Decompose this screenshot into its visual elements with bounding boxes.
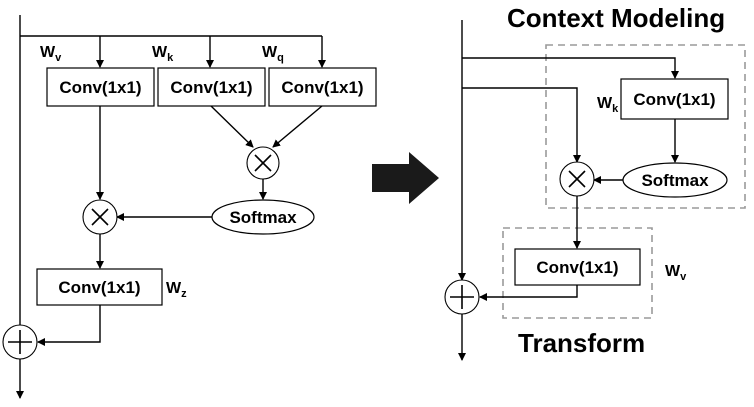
plus-icon: [444, 279, 480, 315]
left-arrow-k-to-mult: [210, 105, 254, 148]
left-arrow-wz-to-add: [37, 305, 101, 346]
right-diagram: Context Modeling Wk Conv(1x1) Softmax Co…: [444, 3, 746, 361]
left-wq-label: Wq: [262, 44, 284, 64]
right-conv-wv-text: Conv(1x1): [536, 258, 618, 277]
right-arrow-icon: [372, 152, 439, 204]
left-conv-wz-text: Conv(1x1): [58, 278, 140, 297]
plus-icon: [2, 324, 38, 360]
left-conv-wk-box: [157, 67, 266, 107]
right-arrow-wv-to-add: [479, 285, 578, 301]
context-modeling-group: [545, 44, 746, 209]
left-softmax-text: Softmax: [229, 208, 297, 227]
multiply-icon: [246, 146, 280, 180]
left-conv-wv-text: Conv(1x1): [59, 78, 141, 97]
right-wk-label: Wk: [597, 95, 619, 115]
left-conv-wz-box: [36, 268, 163, 306]
right-arrow-to-wk: [462, 57, 679, 79]
left-wz-label: Wz: [166, 280, 187, 300]
left-arrow-q-to-mult: [272, 105, 323, 148]
right-arrow-to-mult: [462, 87, 581, 163]
right-conv-wk-text: Conv(1x1): [633, 90, 715, 109]
left-conv-wq-box: [268, 67, 377, 107]
left-conv-wq-text: Conv(1x1): [281, 78, 363, 97]
left-wk-label: Wk: [152, 44, 174, 64]
left-diagram: Wv Wk Wq Conv(1x1) Conv(1x1) Conv(1x1) S…: [2, 15, 377, 399]
right-softmax-text: Softmax: [641, 171, 709, 190]
right-wv-label: Wv: [665, 263, 687, 283]
left-conv-wk-text: Conv(1x1): [170, 78, 252, 97]
transform-title: Transform: [518, 328, 645, 358]
right-conv-wv-box: [514, 248, 641, 286]
right-conv-wk-box: [620, 78, 729, 120]
context-modeling-title: Context Modeling: [507, 3, 725, 33]
multiply-icon: [82, 199, 118, 235]
left-wv-label: Wv: [40, 44, 62, 64]
multiply-icon: [559, 161, 595, 197]
